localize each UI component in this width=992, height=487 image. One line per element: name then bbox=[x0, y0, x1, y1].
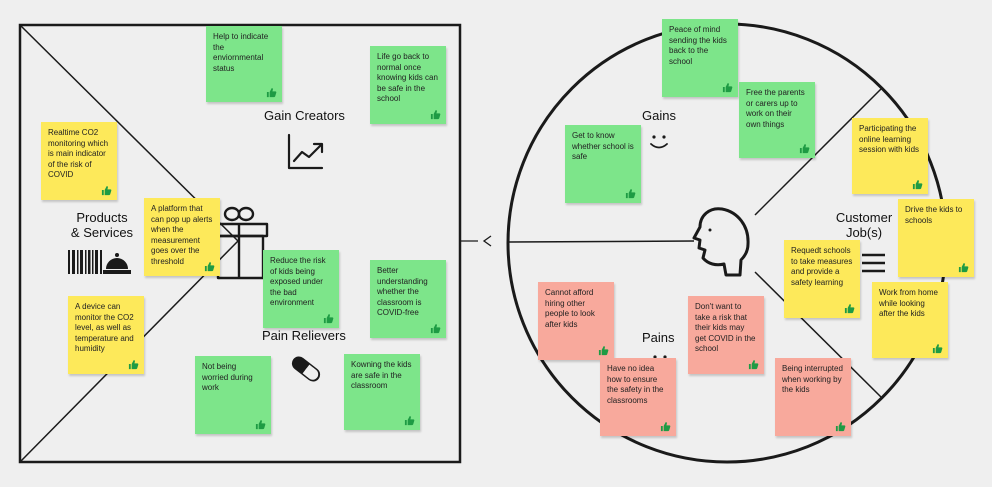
sticky-note[interactable]: Help to indicate the enviornmental statu… bbox=[206, 26, 282, 102]
barcode-icon bbox=[68, 250, 102, 274]
sticky-note[interactable]: Get to know whether school is safe bbox=[565, 125, 641, 203]
thumbs-up-icon bbox=[598, 346, 609, 356]
label-pains: Pains bbox=[642, 330, 675, 345]
thumbs-up-icon bbox=[266, 88, 277, 98]
sticky-note[interactable]: Requedt schools to take measures and pro… bbox=[784, 240, 860, 318]
label-gain-creators: Gain Creators bbox=[264, 108, 345, 123]
note-text: A device can monitor the CO2 level, as w… bbox=[75, 302, 134, 353]
note-text: Realtime CO2 monitoring which is main in… bbox=[48, 128, 109, 179]
thumbs-up-icon bbox=[799, 144, 810, 154]
thumbs-up-icon bbox=[323, 314, 334, 324]
note-text: Requedt schools to take measures and pro… bbox=[791, 246, 853, 287]
note-text: Not being worried during work bbox=[202, 362, 253, 392]
label-customer-jobs: Customer Job(s) bbox=[828, 210, 900, 240]
sticky-note[interactable]: Free the parents or carers up to work on… bbox=[739, 82, 815, 158]
thumbs-up-icon bbox=[204, 262, 215, 272]
note-text: Work from home while looking after the k… bbox=[879, 288, 938, 318]
sticky-note[interactable]: A device can monitor the CO2 level, as w… bbox=[68, 296, 144, 374]
thumbs-up-icon bbox=[101, 186, 112, 196]
thumbs-up-icon bbox=[404, 416, 415, 426]
thumbs-up-icon bbox=[128, 360, 139, 370]
sticky-note[interactable]: Kowning the kids are safe in the classro… bbox=[344, 354, 420, 430]
thumbs-up-icon bbox=[660, 422, 671, 432]
sticky-note[interactable]: Drive the kids to schools bbox=[898, 199, 974, 277]
sticky-note[interactable]: Reduce the risk of kids being exposed un… bbox=[263, 250, 339, 328]
thumbs-up-icon bbox=[625, 189, 636, 199]
thumbs-up-icon bbox=[430, 110, 441, 120]
note-text: Peace of mind sending the kids back to t… bbox=[669, 25, 727, 66]
arrow-icon bbox=[460, 235, 492, 247]
note-text: Being interrupted when working by the ki… bbox=[782, 364, 843, 394]
service-bell-icon bbox=[103, 253, 131, 274]
thumbs-up-icon bbox=[835, 422, 846, 432]
note-text: Free the parents or carers up to work on… bbox=[746, 88, 805, 129]
sticky-note[interactable]: Not being worried during work bbox=[195, 356, 271, 434]
thumbs-up-icon bbox=[255, 420, 266, 430]
label-customer-line2: Job(s) bbox=[845, 225, 883, 240]
chart-up-icon bbox=[287, 133, 324, 170]
label-products-services: Products & Services bbox=[62, 210, 142, 240]
pill-icon bbox=[291, 356, 321, 382]
note-text: A platform that can pop up alerts when t… bbox=[151, 204, 213, 266]
sticky-note[interactable]: Life go back to normal once knowing kids… bbox=[370, 46, 446, 124]
note-text: Cannot afford hiring other people to loo… bbox=[545, 288, 595, 329]
label-pain-relievers: Pain Relievers bbox=[262, 328, 346, 343]
note-text: Drive the kids to schools bbox=[905, 205, 963, 225]
thumbs-up-icon bbox=[912, 180, 923, 190]
thumbs-up-icon bbox=[430, 324, 441, 334]
note-text: Reduce the risk of kids being exposed un… bbox=[270, 256, 326, 307]
sticky-note[interactable]: Cannot afford hiring other people to loo… bbox=[538, 282, 614, 360]
thumbs-up-icon bbox=[958, 263, 969, 273]
sticky-note[interactable]: Realtime CO2 monitoring which is main in… bbox=[41, 122, 117, 200]
smile-icon bbox=[650, 135, 668, 149]
sticky-note[interactable]: Don't want to take a risk that their kid… bbox=[688, 296, 764, 374]
sticky-note[interactable]: A platform that can pop up alerts when t… bbox=[144, 198, 220, 276]
label-products-line1: Products bbox=[76, 210, 128, 225]
note-text: Get to know whether school is safe bbox=[572, 131, 634, 161]
thumbs-up-icon bbox=[932, 344, 943, 354]
note-text: Participating the online learning sessio… bbox=[859, 124, 920, 154]
label-products-line2: & Services bbox=[70, 225, 134, 240]
label-gains: Gains bbox=[642, 108, 676, 123]
list-icon bbox=[862, 253, 885, 273]
thumbs-up-icon bbox=[844, 304, 855, 314]
sticky-note[interactable]: Better understanding whether the classro… bbox=[370, 260, 446, 338]
note-text: Have no idea how to ensure the safety in… bbox=[607, 364, 664, 405]
note-text: Kowning the kids are safe in the classro… bbox=[351, 360, 412, 390]
sticky-note[interactable]: Participating the online learning sessio… bbox=[852, 118, 928, 194]
note-text: Better understanding whether the classro… bbox=[377, 266, 428, 317]
label-customer-line1: Customer bbox=[835, 210, 893, 225]
note-text: Don't want to take a risk that their kid… bbox=[695, 302, 756, 353]
face-profile-icon bbox=[692, 207, 750, 277]
thumbs-up-icon bbox=[748, 360, 759, 370]
note-text: Life go back to normal once knowing kids… bbox=[377, 52, 438, 103]
note-text: Help to indicate the enviornmental statu… bbox=[213, 32, 269, 73]
thumbs-up-icon bbox=[722, 83, 733, 93]
sticky-note[interactable]: Being interrupted when working by the ki… bbox=[775, 358, 851, 436]
sticky-note[interactable]: Work from home while looking after the k… bbox=[872, 282, 948, 358]
sad-icon bbox=[653, 355, 667, 359]
sticky-note[interactable]: Peace of mind sending the kids back to t… bbox=[662, 19, 738, 97]
sticky-note[interactable]: Have no idea how to ensure the safety in… bbox=[600, 358, 676, 436]
